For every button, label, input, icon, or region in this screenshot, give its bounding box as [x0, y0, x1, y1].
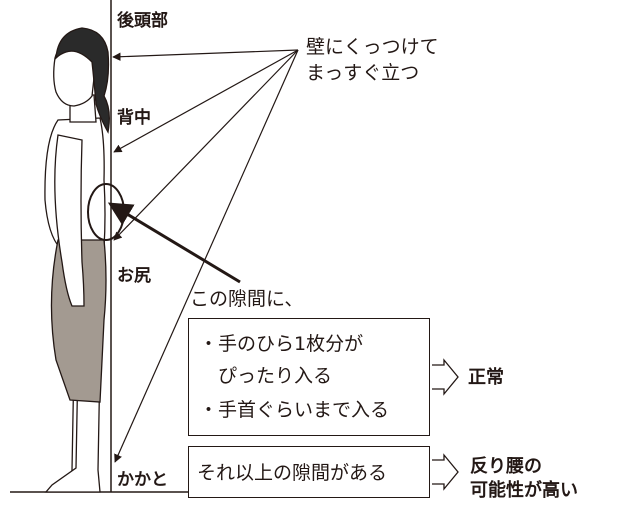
result-arrow-abnormal [432, 453, 459, 491]
label-back: 背中 [117, 108, 151, 128]
abnormal-text: それ以上の隙間がある [197, 462, 388, 484]
label-hip: お尻 [117, 266, 151, 286]
instruction-line-1: 壁にくっつけて [306, 36, 439, 58]
arrow-to-hip [113, 49, 299, 241]
label-heel: かかと [117, 470, 168, 490]
abnormal-result-line-1: 反り腰の [470, 456, 542, 477]
normal-line-2: ぴったり入る [199, 365, 333, 387]
hair [55, 27, 110, 134]
arrow-to-back [113, 49, 299, 153]
normal-result: 正常 [468, 367, 504, 388]
gap-caption: この隙間に、 [190, 288, 304, 310]
person-figure [44, 27, 110, 493]
arrow-to-gap [107, 202, 241, 284]
label-head: 後頭部 [117, 11, 168, 31]
result-arrow-normal [432, 358, 459, 396]
instruction-line-2: まっすぐ立つ [306, 62, 420, 84]
normal-line-1: ・手のひら1枚分が [199, 333, 364, 355]
abnormal-condition-box: それ以上の隙間がある [188, 446, 430, 498]
normal-line-3: ・手首ぐらいまで入る [199, 399, 390, 421]
arrow-to-head [112, 49, 299, 61]
abnormal-result-line-2: 可能性が高い [470, 480, 578, 501]
arm [54, 134, 85, 307]
normal-condition-box: ・手のひら1枚分が ぴったり入る ・手首ぐらいまで入る [188, 318, 430, 436]
arrow-to-heel [114, 49, 299, 463]
